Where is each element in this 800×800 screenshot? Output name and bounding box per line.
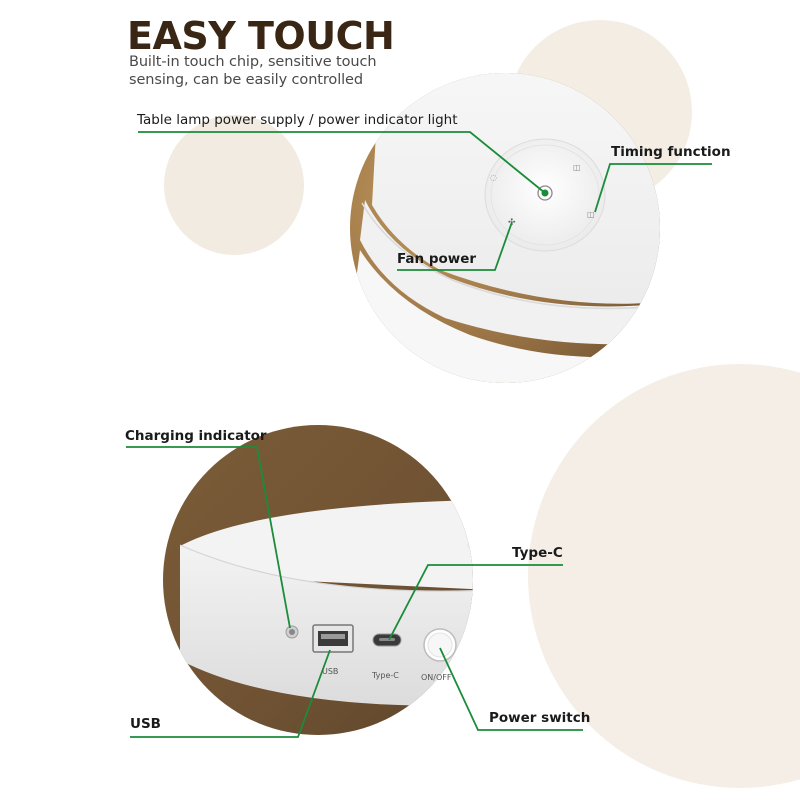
callout-power-light: Table lamp power supply / power indicato…	[137, 112, 458, 128]
callout-type-c: Type-C	[512, 545, 563, 561]
leader-line-power-light	[138, 131, 546, 194]
subtitle-line-1: Built-in touch chip, sensitive touch	[129, 54, 377, 70]
cream-circle-top-left	[164, 115, 304, 255]
leader-line-timing	[594, 163, 712, 213]
leader-line-usb	[130, 649, 331, 738]
callout-power-switch: Power switch	[489, 710, 591, 726]
port-label-usb: USB	[322, 667, 339, 676]
bottom-zoom-view	[163, 425, 473, 735]
port-label-type-c: Type-C	[372, 671, 399, 680]
callout-fan-power: Fan power	[397, 251, 477, 267]
leader-line-charging	[126, 446, 291, 629]
subtitle-line-2: sensing, can be easily controlled	[129, 72, 363, 88]
leader-lines	[126, 131, 712, 738]
callout-usb: USB	[130, 716, 161, 732]
timer-icon-bottom: ◫	[587, 210, 595, 219]
cream-circle-bottom-right	[528, 364, 800, 788]
callout-timing: Timing function	[611, 144, 731, 160]
power-indicator-icon	[537, 185, 553, 201]
port-label-on-off: ON/OFF	[421, 673, 452, 682]
timer-icon-top: ◫	[573, 163, 581, 172]
page-title: EASY TOUCH	[127, 14, 395, 58]
leader-line-power-switch	[439, 647, 583, 731]
top-zoom-view: ◫ ◫ ◌ ✣	[350, 73, 660, 383]
leader-line-type-c	[388, 564, 563, 641]
sun-icon: ◌	[490, 173, 497, 182]
callout-charging: Charging indicator	[125, 428, 267, 444]
leader-line-fan	[397, 221, 513, 271]
